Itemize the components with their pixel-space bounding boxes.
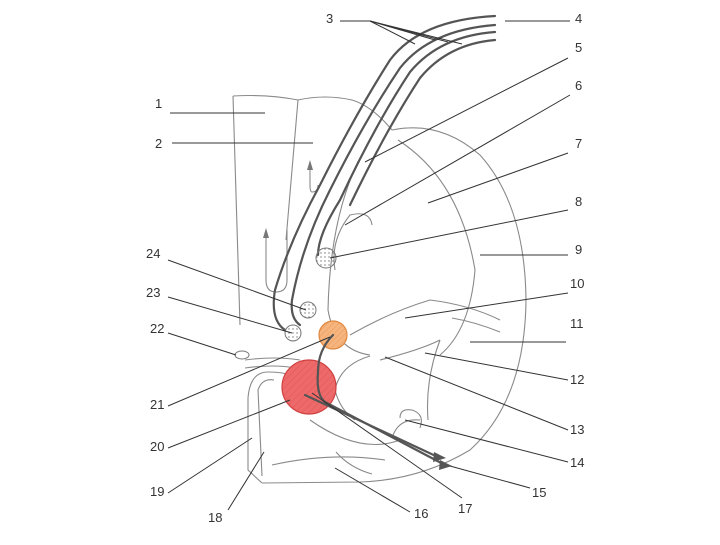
- leader-13: [384, 356, 569, 431]
- thin-fibers: [263, 160, 319, 293]
- nucleus-24: [299, 301, 317, 319]
- leader-20: [167, 399, 291, 449]
- arrow-up-icon: [263, 228, 269, 238]
- label-20: 20: [150, 439, 164, 454]
- label-6: 6: [575, 78, 582, 93]
- leader-3d: [369, 20, 463, 45]
- leader-6: [344, 94, 571, 226]
- leader-21: [167, 336, 331, 407]
- leader-lines: [167, 20, 571, 513]
- cord-outline: [232, 94, 527, 484]
- label-12: 12: [570, 372, 584, 387]
- leader-7: [427, 152, 569, 204]
- leader-18: [227, 451, 265, 511]
- arrow-right-icon: [439, 460, 452, 470]
- leader-3a: [369, 20, 416, 45]
- label-17: 17: [458, 501, 472, 516]
- label-22: 22: [150, 321, 164, 336]
- label-11: 11: [570, 316, 584, 331]
- label-23: 23: [146, 285, 160, 300]
- leader-19: [167, 437, 253, 494]
- arrow-right-icon: [433, 452, 446, 462]
- leader-12: [424, 352, 569, 381]
- efferent-fiber: [303, 333, 452, 470]
- label-8: 8: [575, 194, 582, 209]
- label-3: 3: [326, 11, 333, 26]
- nucleus-8: [315, 247, 337, 269]
- leader-23: [167, 296, 293, 334]
- leader-14: [404, 419, 569, 463]
- nucleus-23: [284, 324, 302, 342]
- number-labels: 1 2 3 4 5 6 7 8 9 10 11 12 13 14 15 16 1…: [146, 11, 584, 525]
- label-18: 18: [208, 510, 222, 525]
- label-16: 16: [414, 506, 428, 521]
- label-19: 19: [150, 484, 164, 499]
- label-10: 10: [570, 276, 584, 291]
- label-1: 1: [155, 96, 162, 111]
- dotted-nuclei: [234, 247, 337, 360]
- label-9: 9: [575, 242, 582, 257]
- label-2: 2: [155, 136, 162, 151]
- label-7: 7: [575, 136, 582, 151]
- label-24: 24: [146, 246, 160, 261]
- label-15: 15: [532, 485, 546, 500]
- leader-17: [311, 392, 463, 499]
- leader-8: [329, 209, 569, 259]
- leader-10: [404, 292, 569, 319]
- label-5: 5: [575, 40, 582, 55]
- leader-22: [167, 332, 237, 356]
- label-4: 4: [575, 11, 582, 26]
- canal-22: [234, 350, 250, 360]
- label-21: 21: [150, 397, 164, 412]
- arrow-up-icon: [307, 160, 313, 170]
- leader-15: [449, 465, 531, 489]
- label-13: 13: [570, 422, 584, 437]
- leader-5: [364, 57, 569, 163]
- dorsal-root-fibers: [272, 14, 497, 332]
- label-14: 14: [570, 455, 584, 470]
- leader-16: [334, 467, 411, 513]
- leader-24: [167, 259, 307, 311]
